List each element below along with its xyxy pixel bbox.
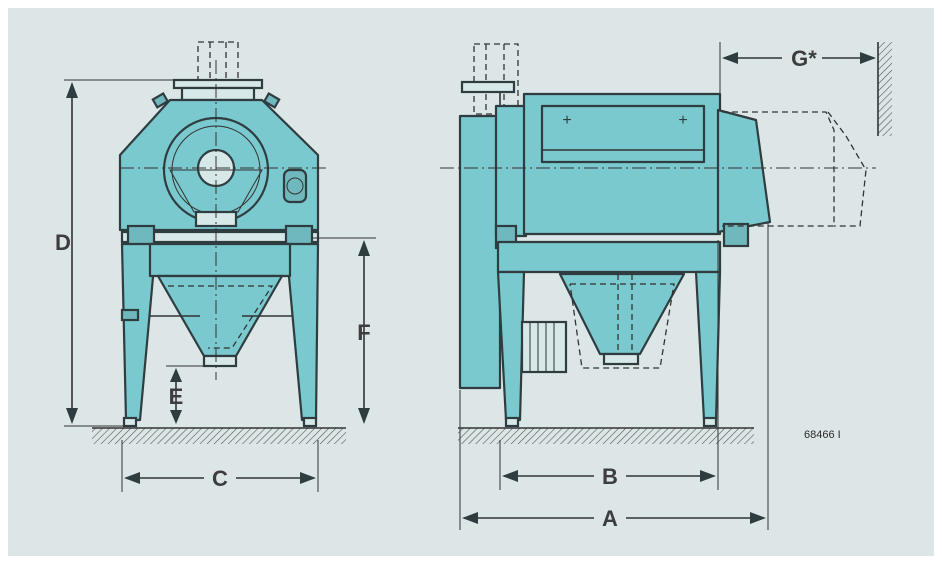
label-c: C [212,466,228,491]
label-a: A [602,506,618,531]
label-g: G* [791,46,817,71]
dimension-e: E [166,365,206,424]
front-view [118,41,330,428]
dimension-b: B [499,240,719,490]
label-e: E [169,384,184,409]
dimension-d: D [55,79,176,427]
reference-number: 68466 I [804,429,841,441]
wall [878,42,892,136]
dimension-g: G* [719,42,876,110]
side-view: + + [440,43,876,428]
label-b: B [602,464,618,489]
svg-text:+: + [562,112,571,129]
label-d: D [55,230,71,255]
svg-text:+: + [678,112,687,129]
dimension-c: C [121,440,319,492]
label-f: F [357,320,370,345]
dimension-f: F [312,237,376,424]
dimension-a: A [459,222,769,532]
ground-left [92,428,346,444]
ground-right [458,428,754,444]
